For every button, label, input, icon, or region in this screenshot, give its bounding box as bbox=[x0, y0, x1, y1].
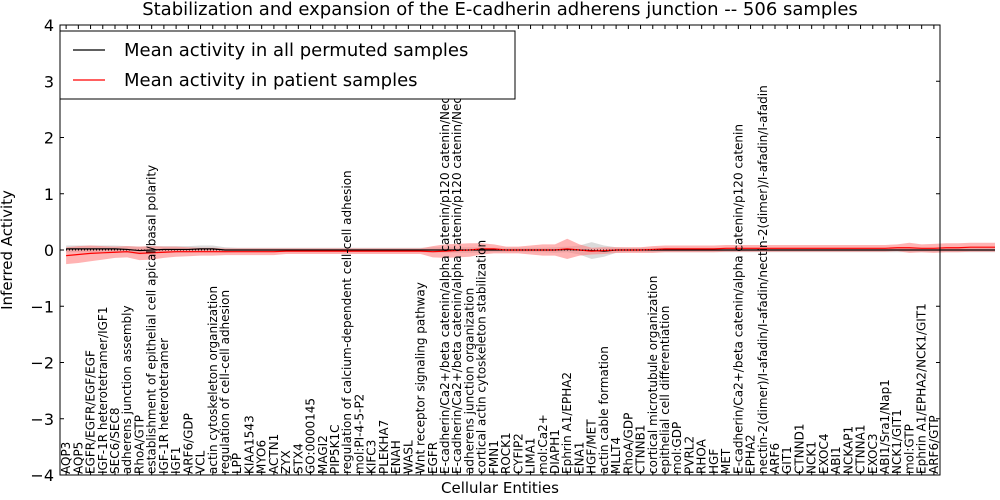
x-tick-label: CTNND1 bbox=[792, 423, 806, 474]
legend-box bbox=[59, 30, 516, 100]
x-tick-label: LIMA1 bbox=[524, 438, 538, 474]
x-tick-label: NCK1/GIT1 bbox=[890, 409, 904, 474]
x-tick-label: DIAPH1 bbox=[548, 429, 562, 474]
y-axis-label: Inferred Activity bbox=[0, 190, 16, 310]
x-tick-label: AQP3 bbox=[59, 442, 73, 474]
x-tick-label: ZYX bbox=[279, 450, 293, 474]
x-tick-label: EGFR bbox=[426, 442, 440, 474]
x-tick-label: STX4 bbox=[291, 443, 305, 474]
x-tick-label: AQP5 bbox=[71, 442, 85, 474]
y-tick-label: 1 bbox=[44, 185, 54, 204]
y-tick-label: −1 bbox=[30, 297, 54, 316]
chart-title: Stabilization and expansion of the E-cad… bbox=[142, 0, 858, 20]
x-tick-label: ARF6/GTP bbox=[927, 415, 941, 474]
y-tick-label: −2 bbox=[30, 354, 54, 373]
x-tick-label: mol:GTP bbox=[902, 424, 916, 474]
x-tick-label: cortical actin cytoskeleton stabilizatio… bbox=[475, 240, 489, 474]
x-tick-label: CTNNB1 bbox=[634, 424, 648, 474]
legend-label-patient: Mean activity in patient samples bbox=[124, 70, 418, 91]
x-tick-label: WASL bbox=[401, 440, 415, 474]
y-tick-label: 2 bbox=[44, 129, 54, 148]
y-tick-label: 4 bbox=[44, 16, 54, 35]
x-tick-label: PVRL2 bbox=[682, 436, 696, 474]
x-tick-label: cortical microtubule organization bbox=[646, 276, 660, 474]
x-tick-label: EPHA2 bbox=[744, 434, 758, 474]
x-tick-label: E-cadherin/Ca2+/beta catenin/alpha caten… bbox=[438, 81, 452, 474]
x-tick-label: actin cable formation bbox=[597, 346, 611, 474]
x-tick-label: EXOC4 bbox=[817, 434, 831, 475]
x-tick-label: LPP bbox=[230, 453, 244, 474]
y-tick-label: −4 bbox=[30, 466, 54, 485]
x-tick-label: SEC6/SEC8 bbox=[108, 408, 122, 474]
x-tick-label: EXOC3 bbox=[866, 434, 880, 475]
series-1-band bbox=[66, 238, 996, 265]
x-tick-label: ENAH bbox=[389, 440, 403, 474]
x-axis-ticks bbox=[65, 25, 935, 475]
x-tick-label: RhoA/GDP bbox=[621, 413, 635, 474]
y-tick-label: −3 bbox=[30, 410, 54, 429]
x-tick-label: HGF bbox=[707, 449, 721, 474]
x-tick-label: GIT1 bbox=[780, 446, 794, 474]
x-tick-label: nectin-2(dimer)/I-afadin/I-afadin/nectin… bbox=[756, 85, 770, 474]
x-tick-label: MYO6 bbox=[255, 440, 269, 474]
legend: Mean activity in all permuted samples Me… bbox=[59, 30, 516, 100]
y-axis: −4 −3 −2 −1 0 1 2 3 4 bbox=[30, 16, 940, 485]
x-tick-label: actin cytoskeleton organization bbox=[206, 286, 220, 474]
x-tick-label: MET bbox=[719, 448, 733, 474]
x-tick-label: Ephrin A1/EPHA2 bbox=[560, 372, 574, 474]
y-tick-label: 3 bbox=[44, 72, 54, 91]
x-tick-label: Wnt receptor signaling pathway bbox=[414, 282, 428, 474]
x-tick-label: regulation of calcium-dependent cell-cel… bbox=[340, 170, 354, 474]
x-tick-label: PLEKHA7 bbox=[377, 420, 391, 474]
x-tick-label: IGF1 bbox=[169, 447, 183, 474]
y-tick-label: 0 bbox=[44, 241, 54, 260]
x-tick-label: mol:PI-4-5-P2 bbox=[352, 394, 366, 474]
x-tick-label: MAGI2 bbox=[316, 435, 330, 474]
x-tick-label: IGF-1R heterotetramer bbox=[157, 338, 171, 474]
x-tick-label: Ephrin A1/EPHA2/NCK1/GIT1 bbox=[915, 303, 929, 474]
x-tick-label: CYFIP2 bbox=[511, 433, 525, 474]
x-tick-label: NCKAP1 bbox=[841, 426, 855, 474]
x-tick-label: ARF6 bbox=[768, 443, 782, 474]
x-tick-label: EGFR/EGFR/EGF/EGF bbox=[84, 350, 98, 474]
x-tick-label: epithelial cell differentiation bbox=[658, 306, 672, 474]
x-tick-label: mol:Ca2+ bbox=[536, 414, 550, 474]
x-tick-label: PIP5K1C bbox=[328, 424, 342, 474]
x-tick-label: ACTN1 bbox=[267, 434, 281, 474]
x-tick-label: mol:GDP bbox=[670, 422, 684, 474]
x-tick-label: VCL bbox=[194, 450, 208, 474]
x-tick-label: adherens junction assembly bbox=[120, 305, 134, 474]
x-tick-label: regulation of cell-cell adhesion bbox=[218, 290, 232, 474]
x-tick-label: ARF6/GDP bbox=[181, 413, 195, 474]
x-tick-label: IGF-1R heterotetramer/IGF1 bbox=[96, 307, 110, 474]
x-tick-label: FMN1 bbox=[487, 440, 501, 474]
x-tick-label: E-cadherin/Ca2+/beta catenin/alpha caten… bbox=[450, 81, 464, 474]
x-tick-label: RhoA/GTP bbox=[132, 415, 146, 474]
x-tick-label: MLLT4 bbox=[609, 437, 623, 474]
legend-label-permuted: Mean activity in all permuted samples bbox=[124, 40, 468, 61]
x-tick-label: E-cadherin/Ca2+/beta catenin/alpha caten… bbox=[731, 124, 745, 474]
x-tick-label: ROCK1 bbox=[499, 432, 513, 474]
x-tick-label: NCK1 bbox=[805, 441, 819, 474]
x-tick-label: ENA1 bbox=[572, 442, 586, 474]
series-1-line bbox=[66, 246, 995, 257]
x-tick-label: ABI1/Sra1/Nap1 bbox=[878, 379, 892, 474]
x-tick-label: HGF/MET bbox=[585, 419, 599, 474]
x-tick-label: KIFC3 bbox=[365, 440, 379, 474]
x-tick-label: RHOA bbox=[695, 438, 709, 474]
x-tick-label: CTNNA1 bbox=[854, 424, 868, 474]
x-tick-label: ABI1 bbox=[829, 446, 843, 474]
x-tick-label: GO:0000145 bbox=[304, 398, 318, 474]
x-tick-label: adherens junction organization bbox=[462, 288, 476, 474]
x-tick-label: KIAA1543 bbox=[242, 415, 256, 474]
x-axis-label: Cellular Entities bbox=[441, 479, 559, 497]
x-tick-label: establishment of epithelial cell apical/… bbox=[145, 165, 159, 474]
